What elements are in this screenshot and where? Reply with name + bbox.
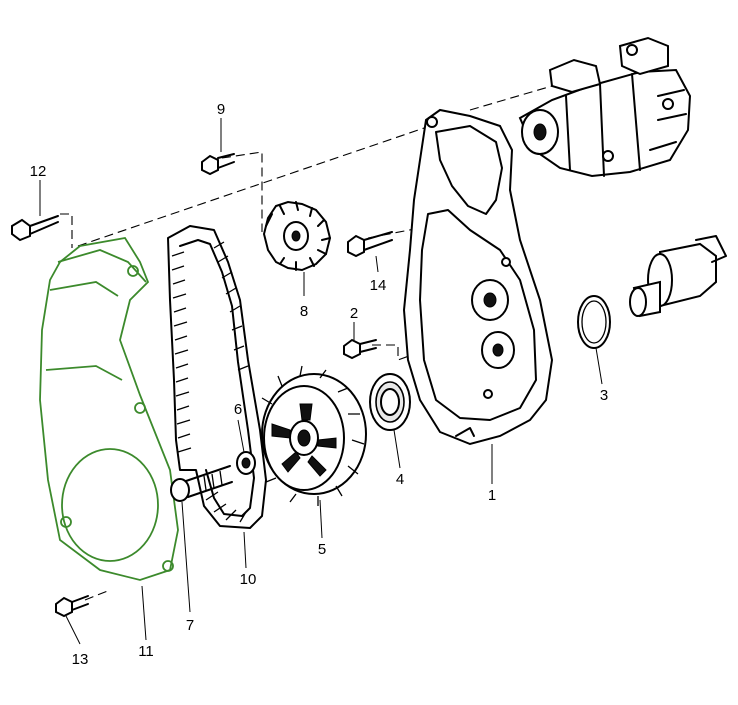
o-ring-part-3 <box>577 295 611 349</box>
bolt-part-9 <box>201 153 235 176</box>
callout-8: 8 <box>300 303 308 320</box>
callout-14: 14 <box>370 277 387 294</box>
leader-lines <box>39 118 603 645</box>
bolt-part-13 <box>55 595 89 618</box>
camshaft-end <box>629 235 727 318</box>
callout-10: 10 <box>240 571 257 588</box>
callout-12: 12 <box>30 163 47 180</box>
seal-ring-part-4 <box>369 373 411 431</box>
callout-9: 9 <box>217 101 225 118</box>
front-cover-part-11 <box>39 237 179 581</box>
small-sprocket-part-8 <box>262 200 332 272</box>
callout-1: 1 <box>488 487 496 504</box>
callout-2: 2 <box>350 305 358 322</box>
callout-13: 13 <box>72 651 89 668</box>
callout-5: 5 <box>318 541 326 558</box>
callout-4: 4 <box>396 471 404 488</box>
callout-labels: 1 2 3 4 5 6 7 8 9 10 11 12 13 14 <box>30 101 609 668</box>
callout-7: 7 <box>186 617 194 634</box>
callout-6: 6 <box>234 401 242 418</box>
bolt-part-7 <box>170 465 233 502</box>
callout-11: 11 <box>138 643 154 660</box>
callout-3: 3 <box>600 387 608 404</box>
washer-part-6 <box>236 451 256 475</box>
timing-belt-part-10 <box>167 225 267 529</box>
large-sprocket-part-5 <box>261 365 367 506</box>
bolt-part-12 <box>11 215 59 242</box>
bolt-part-2 <box>343 338 377 360</box>
rear-housing-part-1 <box>402 108 554 446</box>
bolt-part-14 <box>347 231 393 258</box>
pump-assembly <box>518 36 692 178</box>
